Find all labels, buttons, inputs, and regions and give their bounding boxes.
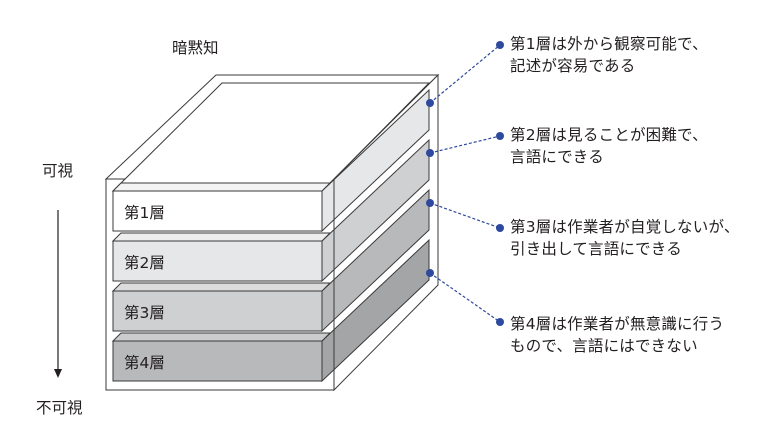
connectors xyxy=(426,41,504,326)
annotation-3: 第3層は作業者が自覚しないが、 引き出して言語にできる xyxy=(510,216,740,260)
connector-line-1 xyxy=(429,44,501,104)
layer-4-label: 第4層 xyxy=(124,354,165,372)
axis-top-label: 可視 xyxy=(42,162,74,180)
layer-2-front-face xyxy=(112,240,323,282)
layer-3-label: 第3層 xyxy=(124,304,165,322)
layer-3-top-face xyxy=(111,282,332,292)
arrow-down-icon xyxy=(54,369,62,378)
annotation-3-line1: 第3層は作業者が自覚しないが、 xyxy=(510,218,740,236)
layer-anchor-dot-3 xyxy=(426,199,434,207)
layer-anchor-dot-2 xyxy=(426,149,434,157)
connector-line-2 xyxy=(429,135,501,154)
annotation-2-line1: 第2層は見ることが困難で、 xyxy=(510,126,708,144)
annotation-bullet-dot-2 xyxy=(496,132,504,140)
annotation-2-line2: 言語にできる xyxy=(510,148,604,166)
annotation-bullet-dot-4 xyxy=(496,318,504,326)
annotation-1-line1: 第1層は外から観察可能で、 xyxy=(510,35,708,53)
annotation-4: 第4層は作業者が無意識に行う もので、言語にはできない xyxy=(510,313,724,357)
layer-1-label: 第1層 xyxy=(124,204,165,222)
annotation-2: 第2層は見ることが困難で、 言語にできる xyxy=(510,124,708,168)
layer-anchor-dot-4 xyxy=(426,269,434,277)
annotation-bullet-dot-1 xyxy=(496,41,504,49)
layer-1-front-face xyxy=(112,190,323,232)
annotation-4-line2: もので、言語にはできない xyxy=(510,337,698,355)
annotation-bullet-dot-3 xyxy=(496,224,504,232)
diagram-title: 暗黙知 xyxy=(172,39,219,57)
layer-3-front-face xyxy=(112,290,323,332)
layer-anchor-dot-1 xyxy=(426,99,434,107)
connector-line-3 xyxy=(429,202,501,229)
annotation-1: 第1層は外から観察可能で、 記述が容易である xyxy=(510,33,708,77)
layer-2-label: 第2層 xyxy=(124,254,165,272)
annotation-3-line2: 引き出して言語にできる xyxy=(510,240,682,258)
connector-line-4 xyxy=(429,272,501,323)
annotation-4-line1: 第4層は作業者が無意識に行う xyxy=(510,315,725,333)
layer-4-top-face xyxy=(111,332,332,342)
layer-4-front-face xyxy=(112,340,323,382)
layer-2-top-face xyxy=(111,232,332,242)
axis-bottom-label: 不可視 xyxy=(36,399,83,417)
annotation-1-line2: 記述が容易である xyxy=(510,57,636,75)
layers-stack: 第4層 第3層 第2層 第1層 xyxy=(111,88,430,390)
layer-1-top-face xyxy=(111,182,332,192)
